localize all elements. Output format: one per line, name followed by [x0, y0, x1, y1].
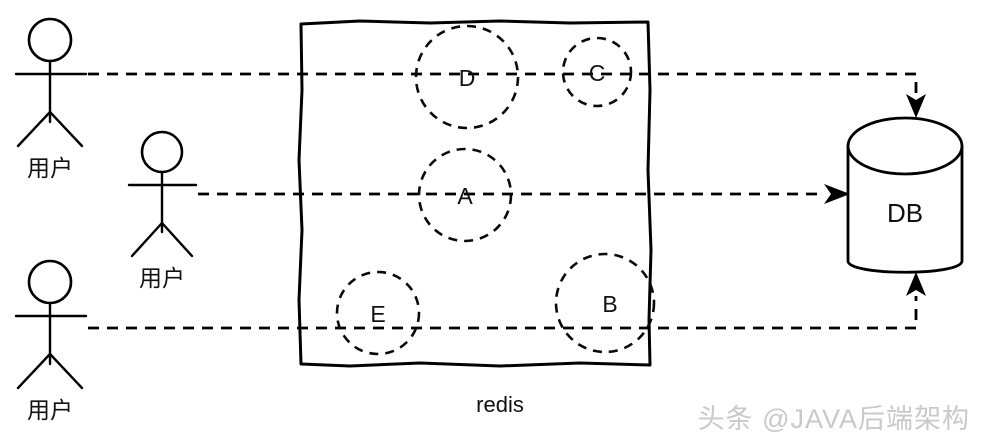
cache-node-circle [335, 270, 421, 356]
cache-node-circle [561, 36, 633, 108]
actor-head-icon [27, 259, 73, 305]
cache-node-label: B [602, 291, 617, 317]
redis-label: redis [476, 392, 524, 417]
actor-leg-right [160, 221, 194, 258]
arrow-head-up-icon [906, 272, 926, 296]
actor-leg-right [48, 110, 84, 148]
actor-label: 用户 [27, 155, 73, 181]
actor-leg-left [16, 110, 52, 148]
actor-head-icon [27, 17, 73, 63]
redis-box-outline [297, 19, 653, 368]
cache-node-label: E [370, 301, 385, 327]
flow-path-bottom [88, 296, 918, 330]
actor-label: 用户 [139, 265, 185, 291]
actor-user-1: 用户 [14, 17, 88, 181]
cache-node-label: D [459, 65, 476, 91]
flow-line-top [88, 72, 926, 118]
cache-node-a: A [417, 147, 513, 243]
arrow-head-right-icon [824, 184, 850, 204]
cache-node-d: D [414, 24, 520, 130]
actor-label: 用户 [27, 397, 73, 423]
cache-node-e: E [335, 270, 421, 356]
actor-leg-left [16, 352, 52, 390]
flow-line-middle [198, 184, 850, 204]
database-body [846, 144, 964, 274]
actor-leg-right [48, 352, 84, 390]
cache-node-c: C [561, 36, 633, 108]
flow-line-bottom [88, 272, 926, 330]
watermark-text: 头条 @JAVA后端架构 [697, 404, 970, 434]
actor-head-icon [140, 130, 184, 174]
actor-leg-left [130, 221, 164, 258]
flow-path-top [88, 72, 918, 96]
database-cylinder: DB [846, 116, 964, 274]
database-label: DB [887, 198, 923, 228]
redis-container: redis [297, 19, 653, 417]
cache-node-circle [414, 24, 520, 130]
actor-user-2: 用户 [127, 130, 198, 291]
cache-node-circle [554, 252, 656, 354]
cache-node-label: A [457, 183, 473, 209]
database-top-ellipse [846, 116, 964, 176]
arrow-head-down-icon [906, 94, 926, 118]
cache-node-b: B [554, 252, 656, 354]
cache-node-label: C [589, 60, 606, 86]
actor-user-3: 用户 [14, 259, 88, 423]
cache-node-circle [417, 147, 513, 243]
